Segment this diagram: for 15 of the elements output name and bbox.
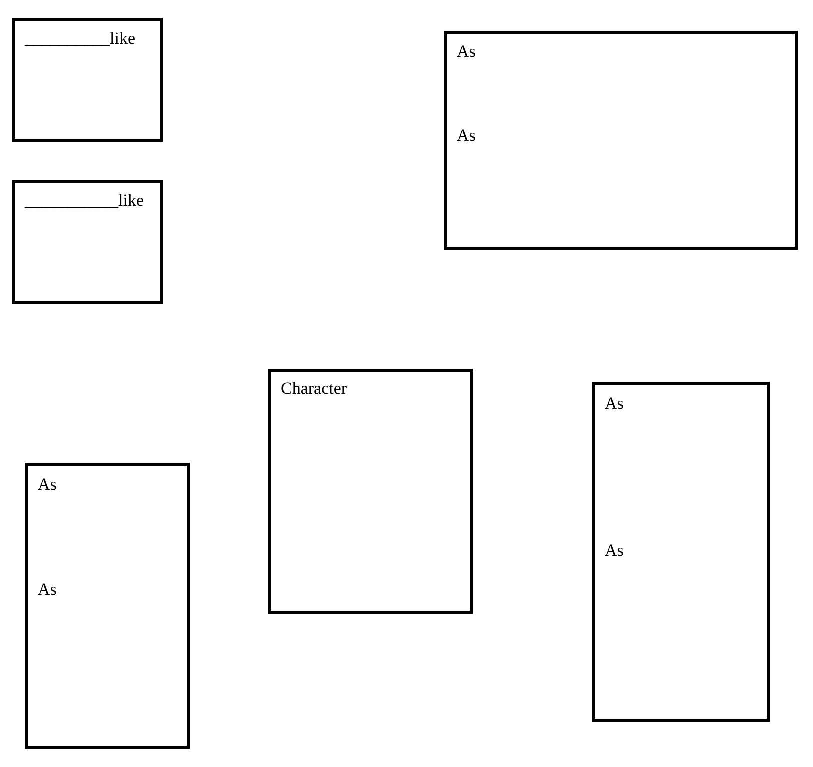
prompt-text: As — [457, 42, 476, 62]
answer-box — [268, 369, 473, 614]
prompt-text: As — [38, 580, 57, 600]
answer-box — [12, 18, 163, 142]
heading-text: Character — [281, 379, 348, 399]
prompt-text: As — [605, 541, 624, 561]
answer-box — [12, 180, 163, 304]
prompt-text: __________like — [25, 29, 136, 49]
prompt-text: As — [38, 475, 57, 495]
prompt-text: ___________like — [25, 191, 144, 211]
prompt-text: As — [457, 126, 476, 146]
prompt-text: As — [605, 394, 624, 414]
answer-box — [25, 463, 190, 749]
answer-box — [444, 31, 798, 250]
answer-box — [592, 382, 770, 722]
